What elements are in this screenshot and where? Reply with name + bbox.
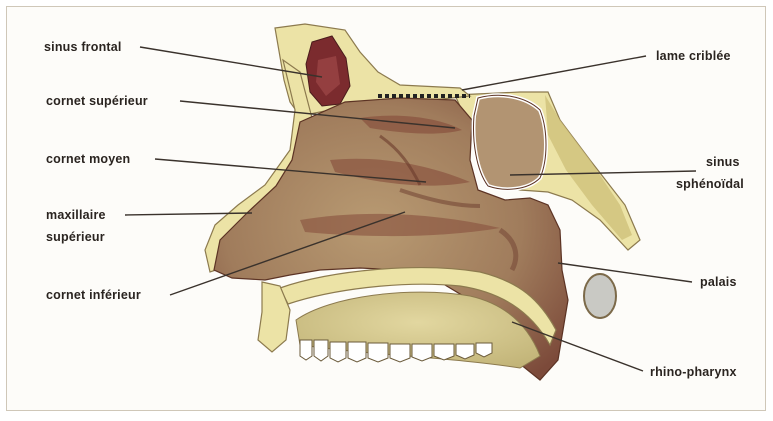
label-rhino-pharynx: rhino-pharynx bbox=[650, 365, 737, 379]
label-cornet-inferieur: cornet inférieur bbox=[46, 288, 141, 302]
label-maxillaire-line2: supérieur bbox=[46, 230, 105, 244]
label-sinus-sphenoidal-line2: sphénoïdal bbox=[676, 177, 744, 191]
sphenoid-sinus bbox=[474, 95, 546, 189]
label-maxillaire-line1: maxillaire bbox=[46, 208, 106, 222]
label-cornet-moyen: cornet moyen bbox=[46, 152, 130, 166]
palatine-tonsil bbox=[584, 274, 616, 318]
label-sinus-frontal: sinus frontal bbox=[44, 40, 122, 54]
label-lame-criblee: lame criblée bbox=[656, 49, 731, 63]
label-sinus-sphenoidal-line1: sinus bbox=[706, 155, 740, 169]
label-cornet-superieur: cornet supérieur bbox=[46, 94, 148, 108]
label-palais: palais bbox=[700, 275, 737, 289]
